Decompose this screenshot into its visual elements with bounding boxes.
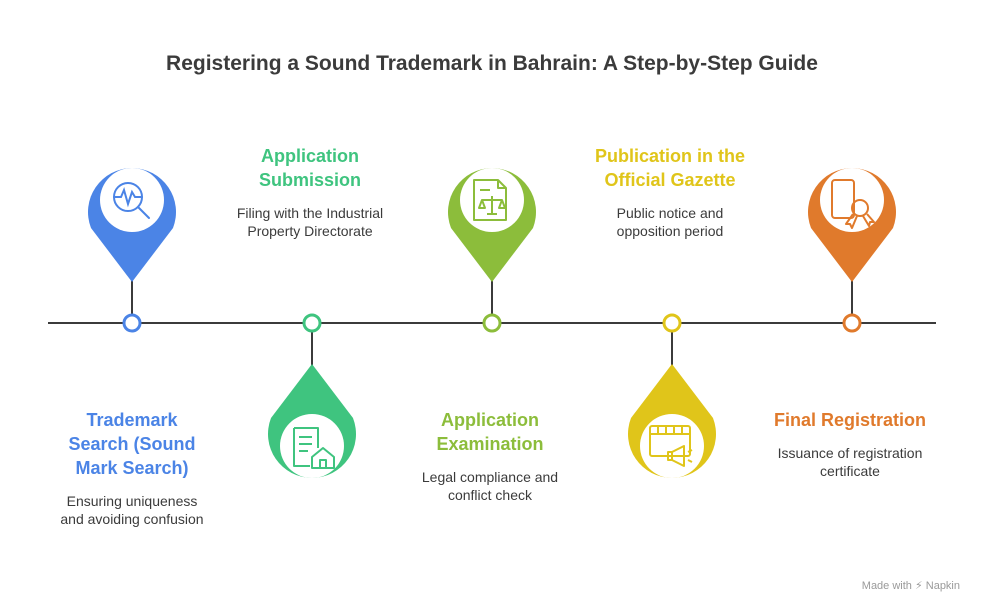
step-1-pin bbox=[88, 168, 176, 333]
step-2-description: Filing with the Industrial Property Dire… bbox=[236, 205, 384, 239]
step-5-description: Issuance of registration certificate bbox=[777, 445, 923, 479]
magnify-waveform-icon bbox=[113, 182, 150, 219]
step-4-pin bbox=[628, 313, 716, 478]
step-2-pin bbox=[268, 313, 356, 478]
step-1-title: Trademark Search (Sound Mark Search) bbox=[68, 410, 196, 478]
calendar-megaphone-icon bbox=[649, 425, 693, 467]
step-3-description: Legal compliance and conflict check bbox=[421, 469, 559, 503]
step-5-title: Final Registration bbox=[773, 410, 926, 430]
step-2-title: Application Submission bbox=[258, 146, 361, 190]
step-1-description: Ensuring uniqueness and avoiding confusi… bbox=[60, 493, 204, 527]
step-3-title: Application Examination bbox=[436, 410, 544, 454]
step-3-pin bbox=[448, 168, 536, 333]
document-house-icon bbox=[293, 427, 335, 469]
document-scales-icon bbox=[473, 179, 507, 221]
napkin-credit[interactable]: Made with ⚡ Napkin bbox=[861, 580, 960, 592]
step-5-pin bbox=[808, 168, 896, 333]
step-4-description: Public notice and opposition period bbox=[616, 205, 724, 239]
step-4-title: Publication in the Official Gazette bbox=[594, 146, 745, 190]
certificate-ribbon-icon bbox=[831, 179, 875, 229]
page-title: Registering a Sound Trademark in Bahrain… bbox=[166, 52, 818, 75]
